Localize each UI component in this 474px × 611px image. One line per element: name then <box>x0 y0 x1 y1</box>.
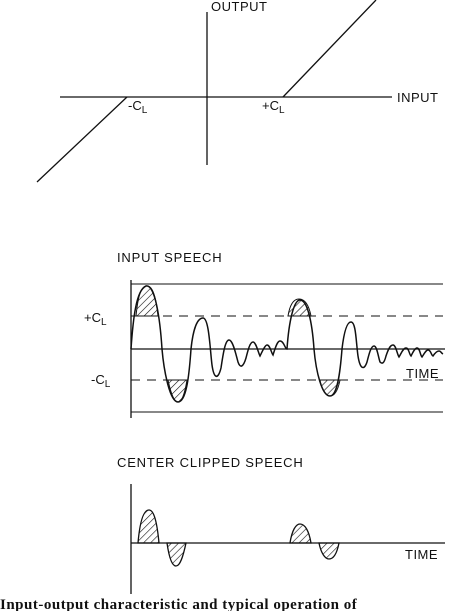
clip-region-positive-1 <box>135 285 159 317</box>
input-speech-waveform <box>130 285 444 403</box>
input-time-label: TIME <box>406 366 439 381</box>
pos-threshold-label: +CL <box>262 98 285 116</box>
input-axis-label: INPUT <box>397 90 439 105</box>
clipped-time-label: TIME <box>405 547 438 562</box>
clipped-pulse-negative-1 <box>166 542 187 567</box>
input-speech-panel: INPUT SPEECH +CL -CL TIME <box>84 250 445 418</box>
neg-clip-level-label: -CL <box>91 372 111 390</box>
neg-threshold-label: -CL <box>128 98 148 116</box>
positive-transfer-line <box>282 0 377 98</box>
pos-clip-level-label: +CL <box>84 310 107 328</box>
clipped-pulse-positive-1 <box>137 509 160 544</box>
output-axis-label: OUTPUT <box>211 0 267 14</box>
clipped-pulse-negative-2 <box>318 542 340 560</box>
clip-region-negative-1 <box>167 379 188 403</box>
center-clipped-panel: CENTER CLIPPED SPEECH TIME <box>117 455 445 594</box>
figure-caption: Input-output characteristic and typical … <box>0 597 358 611</box>
clipped-speech-title: CENTER CLIPPED SPEECH <box>117 455 304 470</box>
input-speech-title: INPUT SPEECH <box>117 250 222 265</box>
negative-transfer-line <box>36 96 128 183</box>
input-output-characteristic: OUTPUT INPUT -CL +CL <box>36 0 439 183</box>
clipped-pulse-positive-2 <box>289 523 312 544</box>
